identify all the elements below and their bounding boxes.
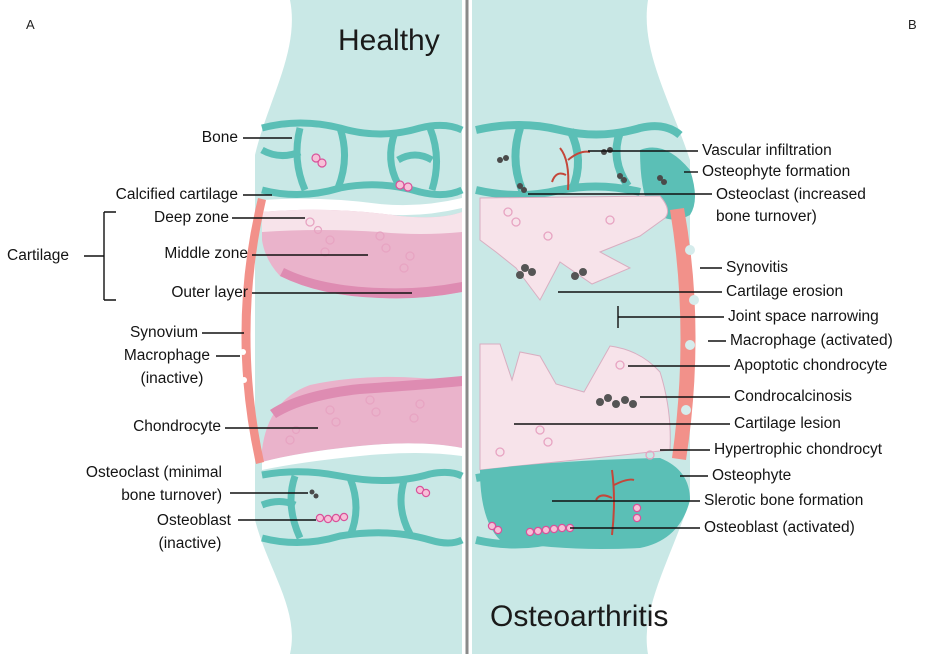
label-calcified-cartilage: Calcified cartilage — [116, 185, 238, 204]
label-macrophage-activated: Macrophage (activated) — [730, 331, 893, 350]
panel-letter-a: A — [26, 17, 35, 32]
osteoarthritis-title: Osteoarthritis — [490, 600, 668, 634]
label-osteophyte: Osteophyte — [712, 466, 791, 485]
label-joint-space-narrowing: Joint space narrowing — [728, 307, 879, 326]
label-deep-zone: Deep zone — [154, 208, 229, 227]
label-bone: Bone — [202, 128, 238, 147]
oa-sclerotic-bone — [480, 458, 690, 549]
label-osteoclast-minimal: Osteoclast (minimal — [86, 463, 222, 482]
label-synovium: Synovium — [130, 323, 198, 342]
label-vascular-infiltration: Vascular infiltration — [702, 141, 832, 160]
label-cartilage-erosion: Cartilage erosion — [726, 282, 843, 301]
label-synovitis: Synovitis — [726, 258, 788, 277]
label-macrophage-inactive: (inactive) — [132, 369, 212, 388]
label-macrophage: Macrophage — [124, 346, 210, 365]
label-slerotic-bone-formation: Slerotic bone formation — [704, 491, 863, 510]
label-cartilage-lesion: Cartilage lesion — [734, 414, 841, 433]
label-apoptotic-chondrocyte: Apoptotic chondrocyte — [734, 356, 887, 375]
label-hypertrophic-chondrocyt: Hypertrophic chondrocyt — [714, 440, 882, 459]
label-outer-layer: Outer layer — [171, 283, 248, 302]
label-osteoblast-inactive: (inactive) — [150, 534, 230, 553]
healthy-title: Healthy — [338, 24, 440, 58]
label-condrocalcinosis: Condrocalcinosis — [734, 387, 852, 406]
label-middle-zone: Middle zone — [164, 244, 248, 263]
label-cartilage: Cartilage — [7, 246, 69, 265]
label-osteoclast-increased: Osteoclast (increased — [716, 185, 866, 204]
healthy-bone-background — [255, 0, 462, 654]
label-chondrocyte: Chondrocyte — [133, 417, 221, 436]
label-osteoblast: Osteoblast — [157, 511, 231, 530]
oa-joint — [472, 0, 730, 654]
oa-bone-background — [472, 0, 690, 654]
label-osteoclast-turnover: bone turnover) — [121, 486, 222, 505]
label-osteoclast-bone-turnover: bone turnover) — [716, 207, 817, 226]
panel-letter-b: B — [908, 17, 917, 32]
label-osteoblast-activated: Osteoblast (activated) — [704, 518, 855, 537]
label-osteophyte-formation: Osteophyte formation — [702, 162, 850, 181]
